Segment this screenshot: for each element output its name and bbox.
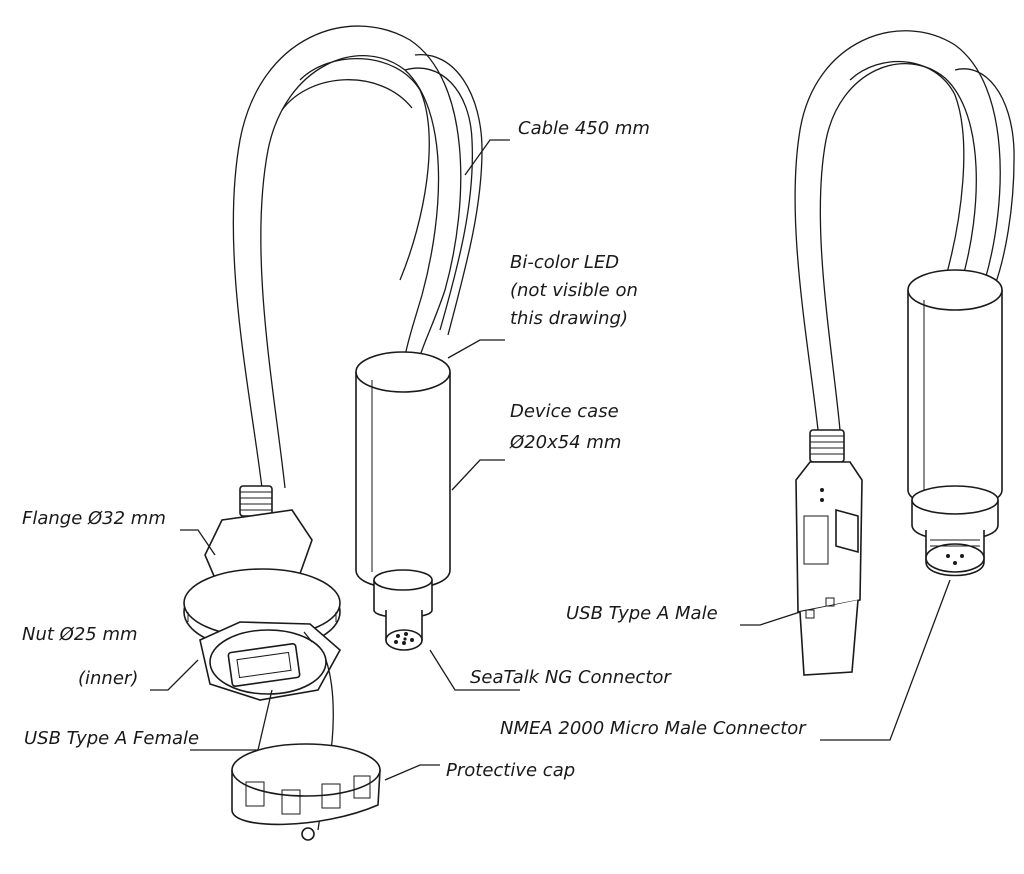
- leader-flange: [180, 529, 216, 556]
- right-cable-loop: [794, 30, 1015, 431]
- nmea2000-connector: [911, 485, 999, 577]
- leader-case: [451, 459, 505, 491]
- protective-cap: [231, 743, 381, 841]
- label-case-2: Ø20x54 mm: [509, 432, 621, 453]
- label-case-1: Device case: [510, 401, 619, 422]
- label-led-2: (not visible on: [510, 280, 638, 301]
- leader-lines: [150, 139, 951, 781]
- label-cable: Cable 450 mm: [518, 118, 650, 139]
- label-led-3: this drawing): [510, 308, 628, 329]
- device-case-right: [907, 269, 1003, 508]
- label-nut-1: Nut Ø25 mm: [22, 624, 138, 645]
- label-usb-female: USB Type A Female: [24, 728, 199, 749]
- right-assembly: [794, 30, 1015, 676]
- leader-nut: [150, 659, 199, 691]
- label-cap: Protective cap: [446, 760, 575, 781]
- seatalk-connector: [373, 569, 433, 651]
- label-nmea: NMEA 2000 Micro Male Connector: [500, 718, 807, 739]
- label-nut-2: (inner): [78, 668, 138, 689]
- nut: [199, 621, 342, 701]
- leader-led: [447, 339, 505, 359]
- leader-seatalk: [429, 649, 520, 691]
- leader-nmea: [820, 579, 951, 741]
- label-flange: Flange Ø32 mm: [22, 508, 166, 529]
- label-seatalk: SeaTalk NG Connector: [470, 667, 672, 688]
- left-assembly: [183, 25, 483, 841]
- leader-usb-male: [740, 611, 801, 626]
- leader-cap: [384, 764, 440, 781]
- usb-male-plug: [795, 429, 863, 676]
- label-usb-male: USB Type A Male: [566, 603, 718, 624]
- callout-labels: Cable 450 mm Bi-color LED (not visible o…: [22, 118, 807, 781]
- left-strain-relief: [239, 485, 273, 517]
- leader-cable: [464, 139, 510, 176]
- device-case-left: [355, 351, 451, 590]
- label-led-1: Bi-color LED: [510, 252, 619, 273]
- leader-usb-female: [190, 689, 273, 751]
